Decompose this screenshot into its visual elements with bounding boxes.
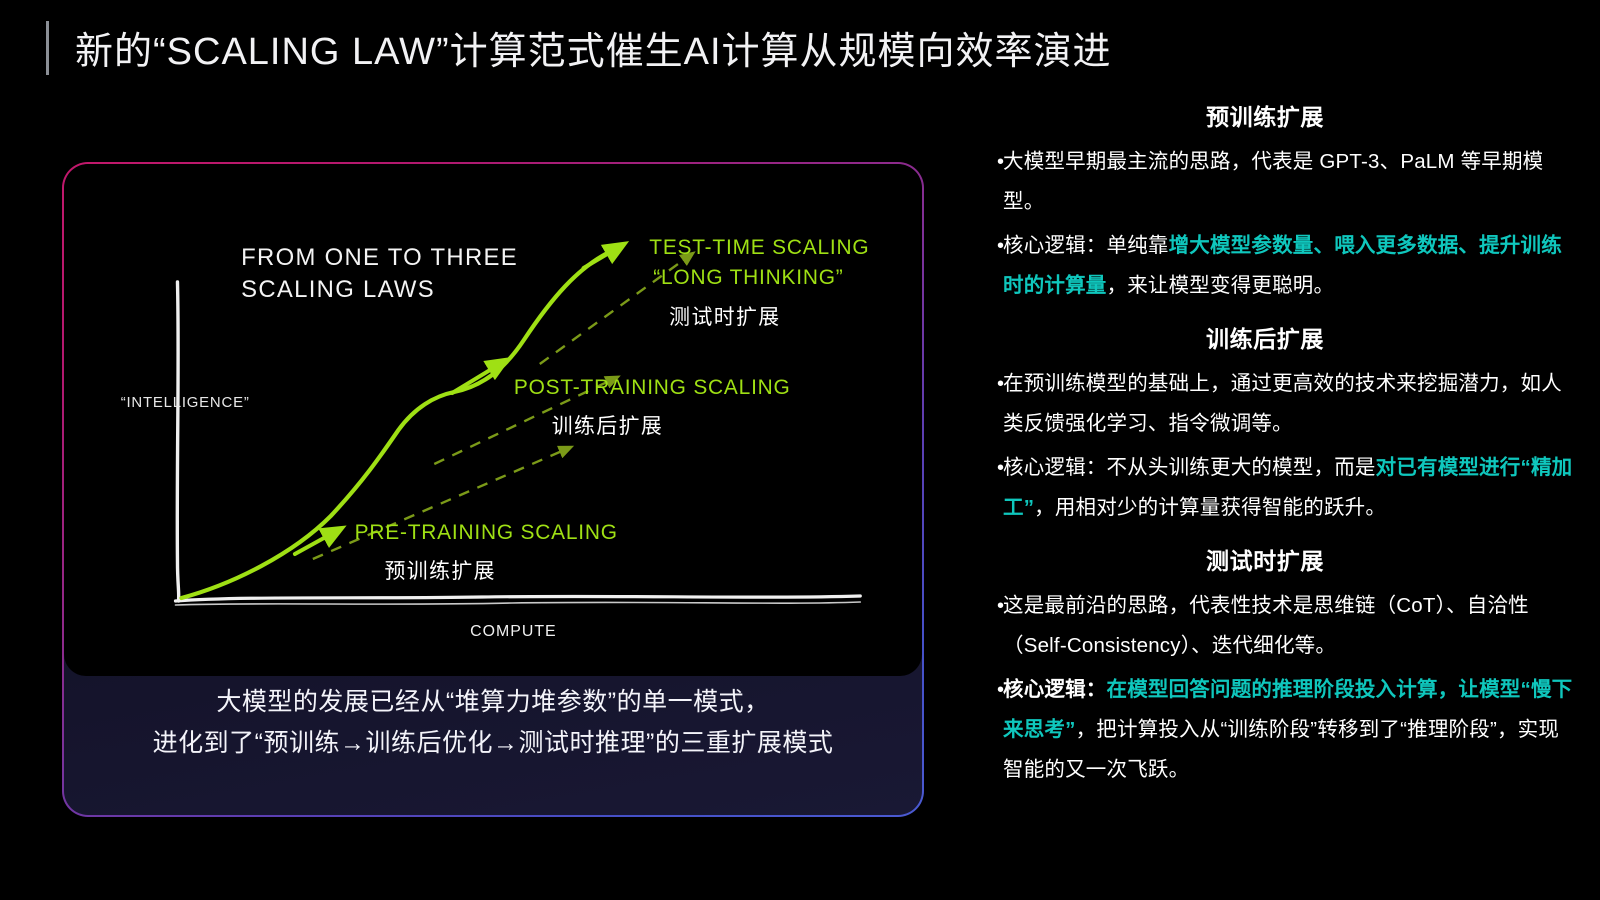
bullet-dot-icon: • [997, 679, 1005, 701]
section-test-time: 测试时扩展 • 这是最前沿的思路，代表性技术是思维链（CoT）、自洽性（Self… [975, 542, 1575, 790]
bullet-text: 在预训练模型的基础上，通过更高效的技术来挖掘潜力，如人类反馈强化学习、指令微调等… [1003, 364, 1575, 444]
section-heading-pre-training: 预训练扩展 [1206, 104, 1324, 130]
bullet-dot-icon: • [997, 151, 1005, 173]
page-title: 新的“SCALING LAW”计算范式催生AI计算从规模向效率演进 [75, 31, 1112, 73]
bullet-text: 这是最前沿的思路，代表性技术是思维链（CoT）、自洽性（Self-Consist… [1003, 586, 1575, 666]
chart-card: FROM ONE TO THREE SCALING LAWS “INTELLIG… [62, 162, 924, 817]
annotation-posttraining-zh: 训练后扩展 [552, 415, 663, 438]
chart-caption: 大模型的发展已经从“堆算力堆参数”的单一模式， 进化到了“预训练→训练后优化→测… [64, 682, 922, 763]
chart-card-inner: FROM ONE TO THREE SCALING LAWS “INTELLIG… [64, 164, 922, 815]
bullet-part: 大模型早期最主流的思路，代表是 GPT-3、PaLM 等早期模型。 [1003, 150, 1544, 213]
bullet-dot-icon: • [997, 595, 1005, 617]
section-post-training: 训练后扩展 • 在预训练模型的基础上，通过更高效的技术来挖掘潜力，如人类反馈强化… [975, 320, 1575, 528]
chart-title-line2: SCALING LAWS [241, 276, 435, 303]
bullet-part: 核心逻辑：单纯靠 [1003, 234, 1169, 257]
explanation-panel: 预训练扩展 • 大模型早期最主流的思路，代表是 GPT-3、PaLM 等早期模型… [975, 98, 1575, 794]
chart-axes [173, 280, 862, 606]
annotation-testtime-en-2: “LONG THINKING” [653, 266, 843, 289]
bullet-part: 在预训练模型的基础上，通过更高效的技术来挖掘潜力，如人类反馈强化学习、指令微调等… [1003, 372, 1562, 435]
scaling-law-chart-svg: FROM ONE TO THREE SCALING LAWS “INTELLIG… [121, 236, 869, 640]
bullet-text: 大模型早期最主流的思路，代表是 GPT-3、PaLM 等早期模型。 [1003, 142, 1575, 222]
chart-xlabel: COMPUTE [470, 623, 557, 640]
annotation-pretraining-zh: 预训练扩展 [385, 560, 496, 583]
list-item: • 核心逻辑：在模型回答问题的推理阶段投入计算，让模型“慢下来思考”，把计算投入… [975, 670, 1575, 790]
bullet-part-highlight: 对已有模型进行“精加工” [1003, 456, 1573, 519]
list-item: • 核心逻辑：单纯靠增大模型参数量、喂入更多数据、提升训练时的计算量，来让模型变… [975, 226, 1575, 306]
bullet-part: ，用相对少的计算量获得智能的跃升。 [1034, 496, 1387, 519]
chart-caption-line-2: 进化到了“预训练→训练后优化→测试时推理”的三重扩展模式 [152, 728, 834, 757]
bullet-part: 这是最前沿的思路，代表性技术是思维链（CoT）、自洽性（Self-Consist… [1003, 594, 1529, 657]
list-item: • 核心逻辑：不从头训练更大的模型，而是对已有模型进行“精加工”，用相对少的计算… [975, 448, 1575, 528]
scaling-law-chart: FROM ONE TO THREE SCALING LAWS “INTELLIG… [64, 164, 922, 676]
bullet-part-bold: 核心逻辑： [1003, 678, 1107, 701]
chart-ylabel: “INTELLIGENCE” [121, 394, 250, 411]
list-item: • 大模型早期最主流的思路，代表是 GPT-3、PaLM 等早期模型。 [975, 142, 1575, 222]
list-item: • 在预训练模型的基础上，通过更高效的技术来挖掘潜力，如人类反馈强化学习、指令微… [975, 364, 1575, 444]
chart-caption-line-1: 大模型的发展已经从“堆算力堆参数”的单一模式， [216, 688, 770, 716]
annotation-testtime-zh: 测试时扩展 [669, 306, 780, 329]
list-item: • 这是最前沿的思路，代表性技术是思维链（CoT）、自洽性（Self-Consi… [975, 586, 1575, 666]
bullet-text: 核心逻辑：不从头训练更大的模型，而是对已有模型进行“精加工”，用相对少的计算量获… [1003, 448, 1575, 528]
bullet-dot-icon: • [997, 373, 1005, 395]
annotation-testtime-en-1: TEST-TIME SCALING [649, 236, 869, 259]
trend-arrows [312, 251, 696, 561]
chart-text-labels: FROM ONE TO THREE SCALING LAWS “INTELLIG… [121, 236, 869, 640]
annotation-pretraining-en: PRE-TRAINING SCALING [355, 521, 618, 544]
bullet-part-highlight: 增大模型参数量、喂入更多数据、提升训练时的计算量 [1003, 234, 1562, 297]
bullet-part-highlight: 在模型回答问题的推理阶段投入计算，让模型“慢下来思考” [1003, 678, 1573, 741]
bullet-text: 核心逻辑：单纯靠增大模型参数量、喂入更多数据、提升训练时的计算量，来让模型变得更… [1003, 226, 1575, 306]
title-accent-bar [46, 20, 49, 75]
scaling-curve [179, 241, 630, 601]
section-heading-test-time: 测试时扩展 [1206, 548, 1324, 574]
bullet-part: ，把计算投入从“训练阶段”转移到了“推理阶段”，实现智能的又一次飞跃。 [1003, 718, 1560, 781]
slide-title-row: 新的“SCALING LAW”计算范式催生AI计算从规模向效率演进 [0, 0, 1600, 95]
annotation-posttraining-en: POST-TRAINING SCALING [514, 376, 791, 399]
bullet-part: ，来让模型变得更聪明。 [1106, 274, 1335, 297]
bullet-dot-icon: • [997, 235, 1005, 257]
chart-title-line1: FROM ONE TO THREE [241, 244, 518, 271]
section-pre-training: 预训练扩展 • 大模型早期最主流的思路，代表是 GPT-3、PaLM 等早期模型… [975, 98, 1575, 306]
bullet-dot-icon: • [997, 457, 1005, 479]
section-heading-post-training: 训练后扩展 [1206, 326, 1324, 352]
bullet-part: 核心逻辑：不从头训练更大的模型，而是 [1003, 456, 1376, 479]
bullet-text: 核心逻辑：在模型回答问题的推理阶段投入计算，让模型“慢下来思考”，把计算投入从“… [1003, 670, 1575, 790]
